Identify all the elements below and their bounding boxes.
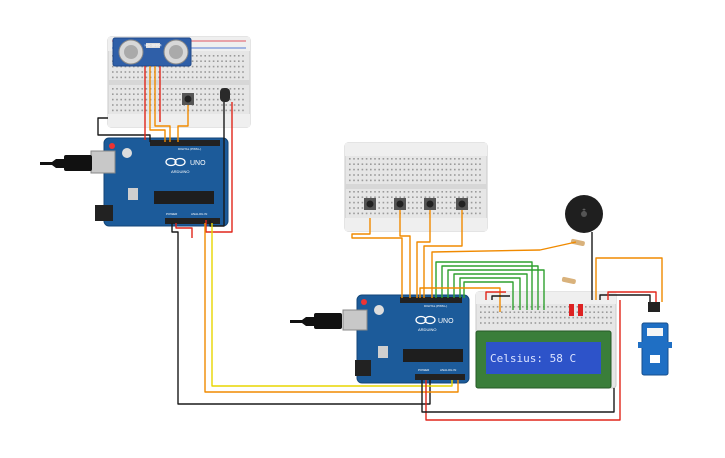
lcd-16x2[interactable]: Celsius: 58 C [475,330,612,389]
wire-red-long [175,223,193,238]
pushbutton-top[interactable] [182,93,194,105]
wire-black-long [171,223,431,405]
wire-orange-button [177,105,189,142]
usb-cable-top [40,155,92,171]
resistor-buzzer[interactable] [570,238,586,247]
wire-black-lcd-bus [491,295,510,300]
analog-label-top: ANALOG IN [191,212,207,216]
wire-orange-lcd [419,287,501,312]
arduino-uno-bottom[interactable]: ARDUINO UNO DIGITAL (PWM~) ANALOG IN POW… [290,294,470,384]
wire-black-top [97,117,151,142]
wire-red-lcd-bottom [425,300,621,421]
pushbutton-2[interactable] [394,198,406,210]
wire-black-temp [209,102,225,227]
power-label-bottom: POWER [418,368,430,372]
wire-red-temp [205,102,233,233]
digital-label-bottom: DIGITAL (PWM~) [424,304,447,308]
arduino-uno-top[interactable]: ARDUINO UNO DIGITAL (PWM~) ANALOG IN POW… [40,137,229,227]
wire-green-4 [453,273,528,310]
svg-text:+: + [582,208,586,214]
digital-label-top: DIGITAL (PWM~) [178,147,201,151]
wire-orange-trig [149,66,166,142]
usb-cable-bottom [290,313,342,329]
breadboard-buttons[interactable] [344,142,488,232]
wire-orange-btn4 [423,210,463,298]
arduino-model-bottom: UNO [438,318,454,325]
wire-orange-long [204,223,459,393]
wire-green-3 [447,269,545,310]
wire-orange-servo [595,257,663,302]
pushbutton-3[interactable] [424,198,436,210]
led-red-2[interactable] [578,304,583,316]
wire-black-lcd-bottom [421,380,615,413]
arduino-brand-top: ARDUINO [171,169,189,174]
wire-orange-buzzer [431,241,577,298]
servo-motor[interactable] [638,302,672,376]
pushbutton-1[interactable] [364,198,376,210]
temperature-sensor[interactable] [220,88,230,102]
wire-black-servo [599,294,651,302]
wire-orange-echo [154,66,171,142]
wire-green-2 [441,265,539,310]
wire-green-6 [463,281,514,310]
wire-yellow-long [211,223,453,387]
arduino-model-top: UNO [190,160,206,167]
pushbutton-4[interactable] [456,198,468,210]
lcd-display-text: Celsius: 58 C [490,352,576,365]
wire-orange-btn1 [351,218,403,298]
wire-orange-btn2 [399,210,411,298]
sensor-label: HC-SR04 [144,43,162,48]
wire-orange-btn3 [416,210,431,298]
analog-label-bottom: ANALOG IN [440,368,456,372]
wire-red-servo [607,291,657,302]
resistor-lcd[interactable] [561,276,577,285]
wire-red-lcd-bus [485,291,506,300]
ultrasonic-sensor[interactable]: HC-SR04 [112,37,192,67]
wires[interactable] [97,66,663,421]
piezo-buzzer[interactable]: + [565,195,603,233]
wire-green-1 [435,261,533,310]
led-red-1[interactable] [569,304,574,316]
power-label-top: POWER [166,212,178,216]
arduino-brand-bottom: ARDUINO [418,327,436,332]
